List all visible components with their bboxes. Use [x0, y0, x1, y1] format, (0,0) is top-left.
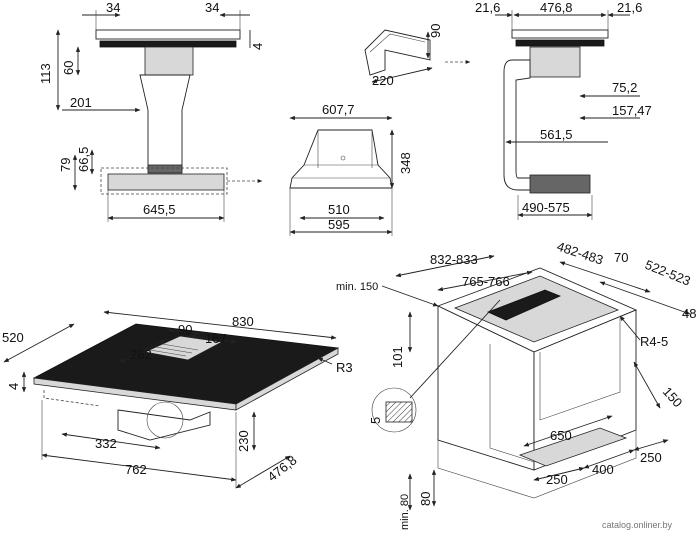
dim-front-34-left: 34	[106, 0, 120, 15]
dim-cab-5: 5	[368, 417, 383, 424]
dim-side-490-575: 490-575	[522, 200, 570, 215]
duct-joint	[147, 164, 183, 174]
dim-front-66-5: 66,5	[76, 147, 91, 172]
dim-cab-r4-5: R4-5	[640, 334, 668, 349]
dim-side-561-5: 561,5	[540, 127, 573, 142]
side-outlet	[529, 174, 591, 194]
dim-detail-220: 220	[372, 73, 394, 88]
front-view: 34 34 4 113 60 201 79 66,5 645,5	[38, 0, 265, 222]
dim-hob-230: 230	[236, 430, 251, 452]
section-hatch	[385, 401, 413, 423]
hob-side-edge	[235, 347, 339, 411]
hob-motor-inset	[486, 289, 562, 321]
dim-hob-262: 262	[130, 347, 152, 362]
dim-hob-167: 167	[205, 331, 227, 346]
side-hob-top	[511, 29, 609, 39]
detail-bracket	[364, 29, 431, 76]
side-hob-body	[515, 39, 605, 47]
side-view: 21,6 476,8 21,6 75,2 157,47 561,5 490-57…	[475, 0, 652, 220]
dim-hob-4: 4	[6, 383, 21, 390]
duct-column	[139, 74, 191, 171]
dim-front-34-right: 34	[205, 0, 219, 15]
dim-hob-830: 830	[232, 314, 254, 329]
motor-unit	[144, 46, 194, 76]
hob-view: 520 830 90 262 167 R3 4 332 230 762 476,…	[2, 310, 353, 489]
dim-hob-520: 520	[2, 330, 24, 345]
dim-cab-min150: min. 150	[336, 281, 378, 293]
watermark: catalog.onliner.by	[602, 520, 673, 530]
dim-hood-595: 595	[328, 217, 350, 232]
dim-cab-400: 400	[592, 462, 614, 477]
dim-front-645-5: 645,5	[143, 202, 176, 217]
dim-front-4: 4	[250, 43, 265, 50]
dim-front-60: 60	[61, 61, 76, 75]
dim-side-21-6-right: 21,6	[617, 0, 642, 15]
cabinet-view: min. 150 832-833 765-766 482-483 70 522-…	[336, 239, 696, 530]
dim-front-79: 79	[58, 158, 73, 172]
dim-hood-510: 510	[328, 202, 350, 217]
dim-cab-650: 650	[550, 428, 572, 443]
dim-hob-90: 90	[178, 322, 192, 337]
hob-body	[99, 40, 237, 48]
dim-cab-101: 101	[390, 346, 405, 368]
side-motor	[529, 46, 581, 78]
plinth-outline	[100, 167, 228, 195]
dim-cab-48: 48	[682, 306, 696, 321]
dim-cab-150: 150	[660, 384, 686, 410]
dim-cab-70: 70	[614, 250, 628, 265]
dim-hob-r3: R3	[336, 360, 353, 375]
dim-cab-min80: min. 80	[399, 494, 411, 530]
dim-detail-90: 90	[428, 24, 443, 38]
dim-front-201: 201	[70, 95, 92, 110]
dim-side-75-2: 75,2	[612, 80, 637, 95]
dim-hob-476-8: 476,8	[265, 453, 300, 485]
dim-cab-765-766: 765-766	[462, 274, 510, 289]
dim-hood-348: 348	[398, 152, 413, 174]
hood-view: 607,7 348 510 595	[289, 102, 413, 236]
dim-cab-80: 80	[418, 492, 433, 506]
side-duct	[503, 59, 533, 191]
plinth-duct	[107, 173, 225, 191]
detail-view: 90 220	[364, 24, 471, 88]
dim-front-113: 113	[38, 63, 53, 84]
dim-hob-762: 762	[125, 462, 147, 477]
dim-hood-607-7: 607,7	[322, 102, 355, 117]
dim-side-157-47: 157,47	[612, 103, 652, 118]
dim-side-21-6-left: 21,6	[475, 0, 500, 15]
hob-top	[95, 29, 241, 40]
dim-side-476-8: 476,8	[540, 0, 573, 15]
dim-cab-832-833: 832-833	[430, 252, 478, 267]
dim-cab-250-right: 250	[640, 450, 662, 465]
dim-cab-250-left: 250	[546, 472, 568, 487]
section-detail-circle	[371, 387, 417, 433]
dim-hob-332: 332	[95, 436, 117, 451]
hob-under-unit	[117, 409, 211, 441]
dim-cab-522-523: 522-523	[643, 257, 693, 289]
